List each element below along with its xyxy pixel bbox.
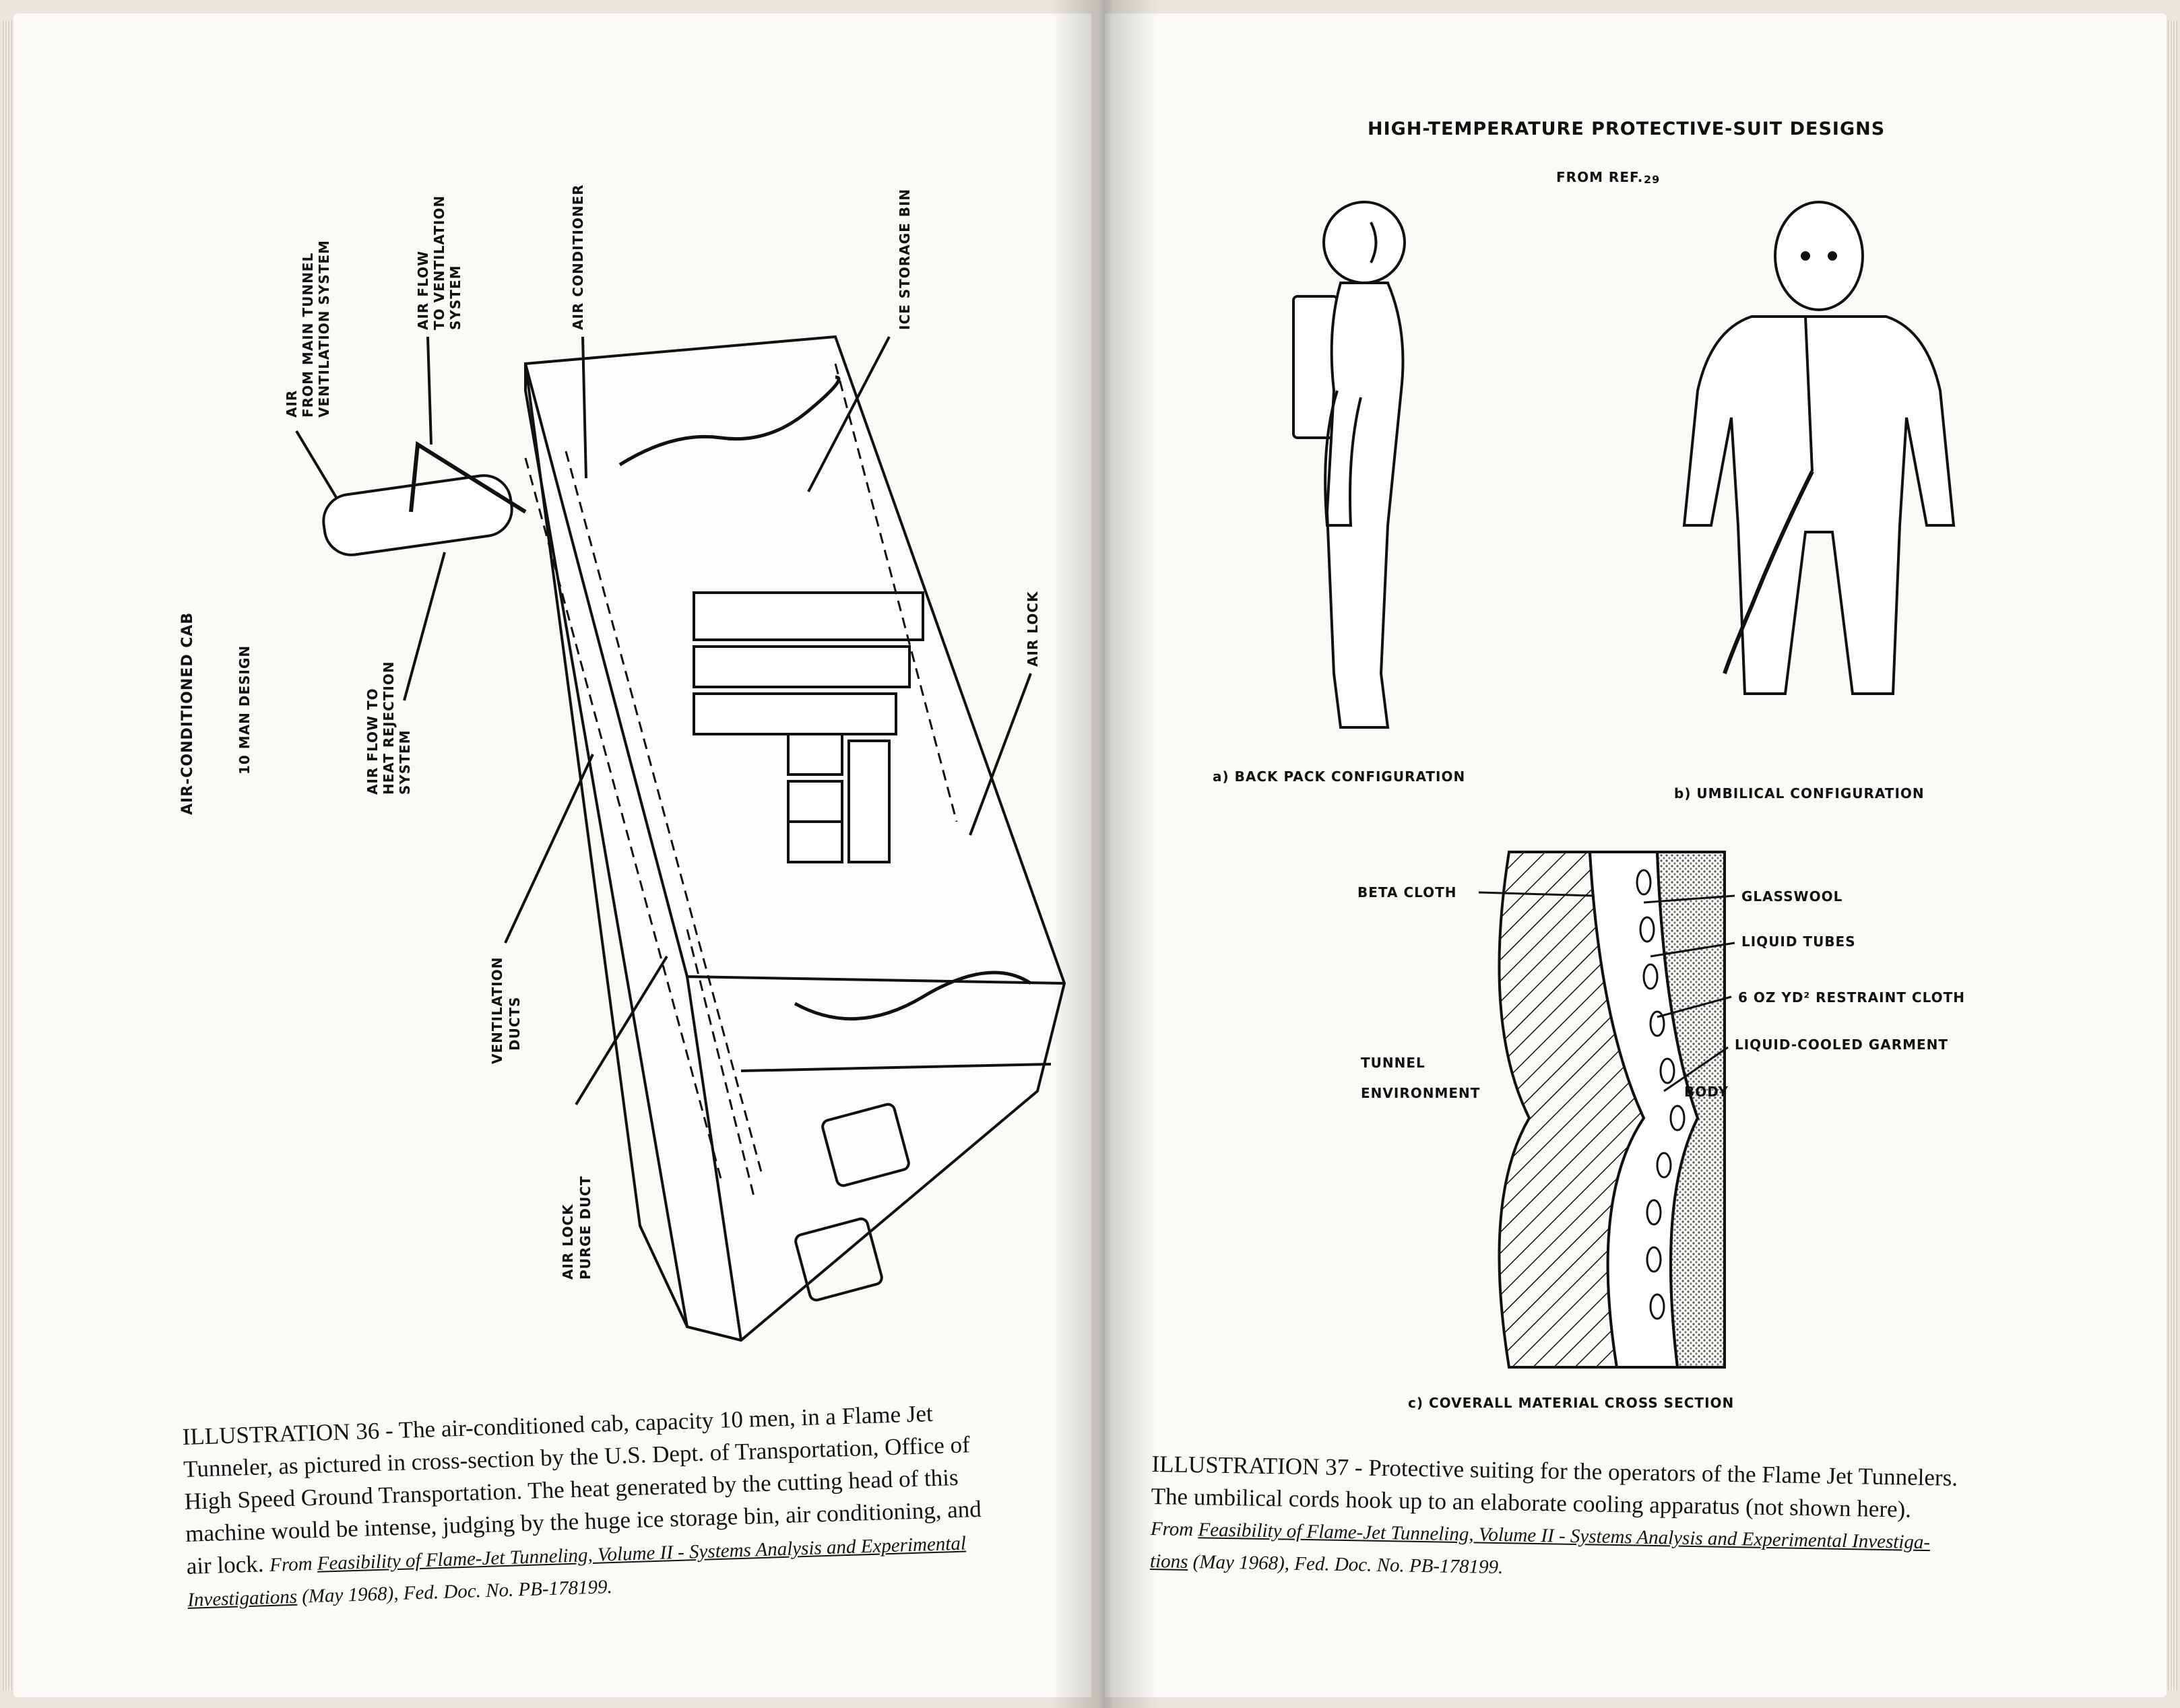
- suit-title: HIGH-TEMPERATURE PROTECTIVE-SUIT DESIGNS: [1368, 119, 1885, 139]
- cab-body: [295, 335, 1066, 1342]
- label-ventilation-ducts-2: DUCTS: [507, 996, 523, 1051]
- right-page: HIGH-TEMPERATURE PROTECTIVE-SUIT DESIGNS…: [1105, 13, 2167, 1697]
- page-edge-left: [3, 20, 12, 1690]
- caption-37-ref-title-2: tions: [1149, 1550, 1188, 1573]
- caption-a: a) BACK PACK CONFIGURATION: [1213, 768, 1465, 785]
- suit-backpack-figure: [1292, 201, 1406, 729]
- suit-ref-number: 29: [1644, 173, 1660, 186]
- label-environment: ENVIRONMENT: [1361, 1085, 1480, 1101]
- label-purge-duct-1: AIR LOCK: [560, 1204, 576, 1280]
- caption-36-last-start: air lock.: [186, 1550, 265, 1579]
- label-beta-cloth: BETA CLOTH: [1357, 884, 1457, 900]
- label-body: BODY: [1684, 1084, 1729, 1100]
- cab-subtitle: 10 MAN DESIGN: [236, 645, 253, 775]
- caption-illustration-36: ILLUSTRATION 36 - The air-conditioned ca…: [182, 1393, 1077, 1616]
- label-purge-duct-2: PURGE DUCT: [577, 1175, 594, 1280]
- caption-36-ref-title-2: Investigations: [187, 1585, 298, 1611]
- caption-37-ref-from: From: [1150, 1517, 1194, 1541]
- label-air-lock: AIR LOCK: [1025, 591, 1041, 667]
- left-page: AIR-CONDITIONED CAB 10 MAN DESIGN AIR FR…: [13, 13, 1091, 1697]
- suit-from-ref: FROM REF.: [1556, 169, 1643, 185]
- suit-umbilical-figure: [1682, 201, 1956, 695]
- label-heat-rejection-3: SYSTEM: [397, 730, 413, 795]
- label-ventilation-ducts-1: VENTILATION: [489, 957, 505, 1064]
- label-air-flow-vent-3: SYSTEM: [447, 265, 463, 331]
- caption-36-ref-tail: (May 1968), Fed. Doc. No. PB-178199.: [301, 1576, 613, 1608]
- cab-diagram: AIR-CONDITIONED CAB 10 MAN DESIGN AIR FR…: [179, 184, 1066, 1342]
- label-glasswool: GLASSWOOL: [1741, 888, 1842, 905]
- label-liquid-cooled-garment: LIQUID-COOLED GARMENT: [1735, 1037, 1948, 1053]
- label-air-from-tunnel-3: VENTILATION SYSTEM: [316, 240, 332, 418]
- label-heat-rejection-2: HEAT REJECTION: [381, 661, 397, 795]
- page-edge-right: [2168, 20, 2177, 1690]
- label-tunnel: TUNNEL: [1361, 1055, 1425, 1071]
- caption-37-ref-tail: (May 1968), Fed. Doc. No. PB-178199.: [1192, 1551, 1504, 1579]
- label-air-flow-vent-2: TO VENTILATION: [431, 195, 447, 330]
- label-air-from-tunnel-2: FROM MAIN TUNNEL: [300, 253, 316, 418]
- material-cross-section: [1478, 851, 1735, 1369]
- label-air-conditioner: AIR CONDITIONER: [570, 184, 586, 330]
- label-restraint-cloth: 6 OZ YD² RESTRAINT CLOTH: [1738, 989, 1965, 1006]
- label-heat-rejection-1: AIR FLOW TO: [364, 688, 381, 795]
- caption-36-ref-from: From: [269, 1553, 313, 1577]
- label-air-from-tunnel-1: AIR: [284, 390, 300, 418]
- label-liquid-tubes: LIQUID TUBES: [1741, 933, 1856, 950]
- label-ice-storage-bin: ICE STORAGE BIN: [897, 189, 913, 330]
- cab-title: AIR-CONDITIONED CAB: [179, 612, 196, 815]
- caption-illustration-37: ILLUSTRATION 37 - Protective suiting for…: [1150, 1448, 2129, 1594]
- label-air-flow-vent-1: AIR FLOW: [415, 251, 431, 330]
- suit-diagram: HIGH-TEMPERATURE PROTECTIVE-SUIT DESIGNS…: [1213, 119, 1965, 1411]
- caption-c: c) COVERALL MATERIAL CROSS SECTION: [1408, 1395, 1734, 1411]
- caption-b: b) UMBILICAL CONFIGURATION: [1674, 785, 1925, 801]
